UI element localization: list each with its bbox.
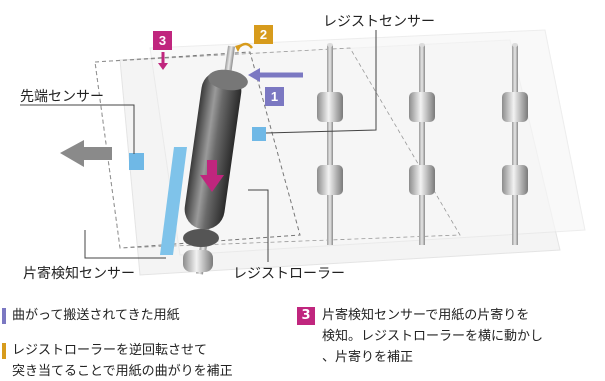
shift-arrow-3 [158,52,168,70]
legend-item-2: レジストローラーを逆回転させて 突き当てることで用紙の曲がりを補正 [2,342,292,379]
correction-arrow [200,160,224,192]
legend-3-number: 3 [297,307,315,325]
diagram-illustration [20,29,586,276]
registration-roller-label: レジストローラー [233,266,345,282]
leader-lines [20,30,377,262]
legend-3-line-2: 検知。レジストローラーを横に動かし [322,329,544,344]
legend-2-line-1: レジストローラーを逆回転させて [12,343,208,358]
feed-direction-arrow [248,68,303,82]
badge-2: 2 [254,25,273,44]
legend-item-3: 3 片寄検知センサーで用紙の片寄りを 検知。レジストローラーを横に動かし 、片寄… [297,307,602,375]
registration-sensor-label: レジストセンサー [323,14,435,30]
side-shift-sensor-block [160,147,187,255]
leading-edge-sensor-label: 先端センサー [20,89,104,105]
legend-3-line-3: 、片寄りを補正 [322,350,414,365]
legend-item-1: 曲がって搬送されてきた用紙 [2,307,292,327]
badge-3: 3 [153,31,172,50]
legend-2-marker [2,343,6,359]
legend-1-text: 曲がって搬送されてきた用紙 [12,308,180,323]
legend-3-line-1: 片寄検知センサーで用紙の片寄りを [322,308,530,323]
legend-2-line-2: 突き当てることで用紙の曲がりを補正 [12,364,233,379]
badge-1: 1 [265,87,284,106]
side-shift-sensor-label: 片寄検知センサー [23,266,135,282]
conveyor-rollers [317,43,528,245]
reverse-rotation-arrow [235,42,253,52]
diagram: 3 2 1 レジストセンサー 先端センサー 片寄検知センサー レジストローラー [20,14,586,282]
leading-edge-sensor-block [129,153,144,170]
registration-sensor-block [252,127,266,141]
output-arrow [60,140,112,167]
legend-1-marker [2,308,6,324]
